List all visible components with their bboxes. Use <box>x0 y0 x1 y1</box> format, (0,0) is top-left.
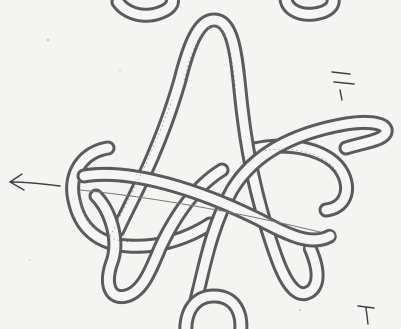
top-loop-left <box>118 0 172 15</box>
arrow-left-icon <box>10 174 60 190</box>
top-loop-right <box>286 0 333 14</box>
tick-mark-icon <box>358 306 374 324</box>
equals-mark-icon <box>332 72 354 100</box>
bottom-loop <box>186 296 241 329</box>
knot <box>73 20 387 300</box>
